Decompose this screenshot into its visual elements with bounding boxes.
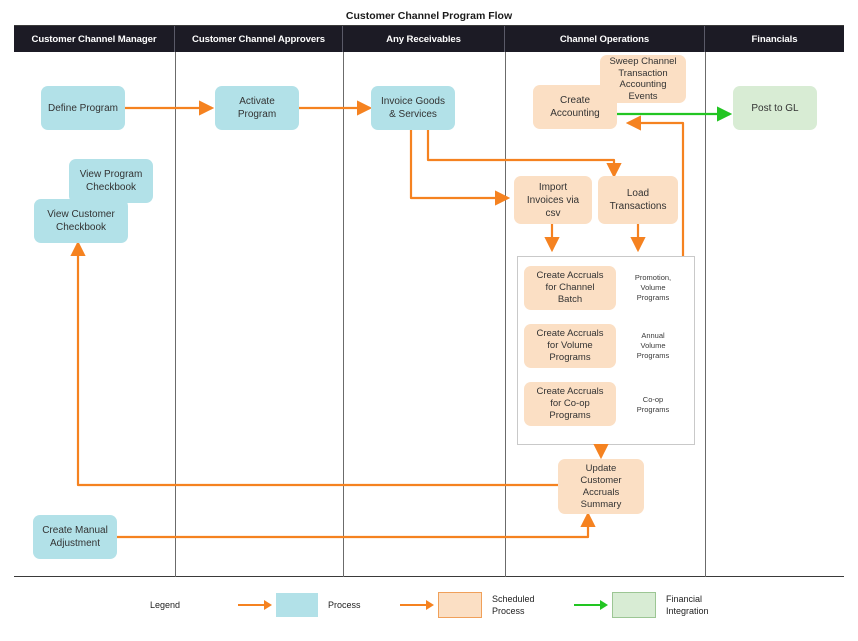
orange-arrow-icon xyxy=(238,599,274,611)
node-load-transactions[interactable]: Load Transactions xyxy=(598,176,678,224)
lane-divider-1 xyxy=(175,52,176,577)
lane-header-financials[interactable]: Financials xyxy=(705,26,844,52)
lane-header-customer-channel-manager[interactable]: Customer Channel Manager xyxy=(14,26,175,52)
legend-swatch-process xyxy=(276,592,318,617)
legend-label: Legend xyxy=(150,599,181,610)
green-arrow-icon xyxy=(574,599,610,611)
legend-item-scheduled-process: Scheduled Process xyxy=(400,591,535,618)
annotation-co-op-programs: Co-op Programs xyxy=(636,395,670,414)
node-label: Create Accounting xyxy=(550,95,600,119)
node-label: View Customer Checkbook xyxy=(47,209,115,233)
node-invoice-goods-and-services[interactable]: Invoice Goods & Services xyxy=(371,86,455,130)
lane-header-any-receivables[interactable]: Any Receivables xyxy=(343,26,505,52)
lane-header-channel-operations[interactable]: Channel Operations xyxy=(505,26,705,52)
node-create-manual-adjustment[interactable]: Create Manual Adjustment xyxy=(33,515,117,559)
orange-arrow-icon xyxy=(400,599,436,611)
node-view-customer-checkbook[interactable]: View Customer Checkbook xyxy=(34,199,128,243)
lane-header-label: Channel Operations xyxy=(559,33,650,45)
legend-item-financial-integration: Financial Integration xyxy=(574,591,709,618)
lane-header-label: Any Receivables xyxy=(386,33,461,45)
node-label: Activate Program xyxy=(237,96,277,120)
lane-divider-2 xyxy=(343,52,344,577)
node-post-to-gl[interactable]: Post to GL xyxy=(733,86,817,130)
node-label: Create Accruals for Co-op Programs xyxy=(536,386,604,421)
lane-divider-3 xyxy=(505,52,506,577)
node-sweep-channel-transaction-accounting-events[interactable]: Sweep Channel Transaction Accounting Eve… xyxy=(600,55,686,103)
lane-header-label: Customer Channel Manager xyxy=(31,33,157,45)
node-label: View Program Checkbook xyxy=(79,169,143,193)
node-label: Sweep Channel Transaction Accounting Eve… xyxy=(609,56,677,102)
node-label: Update Customer Accruals Summary xyxy=(580,462,622,510)
node-create-accounting[interactable]: Create Accounting xyxy=(533,85,617,129)
node-label: Create Accruals for Volume Programs xyxy=(536,328,604,363)
node-label: Post to GL xyxy=(751,102,799,114)
page-title: Customer Channel Program Flow xyxy=(14,6,844,26)
legend-swatch-scheduled-process xyxy=(438,591,482,618)
annotation-volume-programs: Annual Volume Programs xyxy=(636,331,670,360)
swimlane-body xyxy=(14,52,844,577)
lane-divider-4 xyxy=(705,52,706,577)
lane-header-label: Customer Channel Approvers xyxy=(192,33,325,45)
lane-header-customer-channel-approvers[interactable]: Customer Channel Approvers xyxy=(175,26,343,52)
node-label: Create Accruals for Channel Batch xyxy=(536,270,604,305)
node-update-customer-accruals-summary[interactable]: Update Customer Accruals Summary xyxy=(558,459,644,514)
node-label: Load Transactions xyxy=(609,188,667,212)
node-create-accruals-for-volume-programs[interactable]: Create Accruals for Volume Programs xyxy=(524,324,616,368)
node-view-program-checkbook[interactable]: View Program Checkbook xyxy=(69,159,153,203)
lane-header-label: Financials xyxy=(751,33,798,45)
legend-swatch-financial-integration xyxy=(612,591,656,618)
page-title-text: Customer Channel Program Flow xyxy=(345,9,513,22)
node-create-accruals-for-co-op-programs[interactable]: Create Accruals for Co-op Programs xyxy=(524,382,616,426)
legend-text-financial-integration: Financial Integration xyxy=(666,593,709,616)
legend-text-process: Process xyxy=(328,599,361,610)
annotation-channel-batch: Promotion, Volume Programs xyxy=(634,273,672,302)
node-activate-program[interactable]: Activate Program xyxy=(215,86,299,130)
legend: Legend Process Scheduled Process xyxy=(14,577,844,632)
node-define-program[interactable]: Define Program xyxy=(41,86,125,130)
legend-text-scheduled-process: Scheduled Process xyxy=(492,593,535,616)
node-label: Define Program xyxy=(47,102,119,114)
swimlane-header: Customer Channel Manager Customer Channe… xyxy=(14,26,844,52)
node-create-accruals-for-channel-batch[interactable]: Create Accruals for Channel Batch xyxy=(524,266,616,310)
legend-item-process: Process xyxy=(238,592,361,617)
node-label: Import Invoices via csv xyxy=(526,181,580,219)
node-label: Create Manual Adjustment xyxy=(42,525,108,549)
node-label: Invoice Goods & Services xyxy=(381,96,445,120)
node-import-invoices-via-csv[interactable]: Import Invoices via csv xyxy=(514,176,592,224)
